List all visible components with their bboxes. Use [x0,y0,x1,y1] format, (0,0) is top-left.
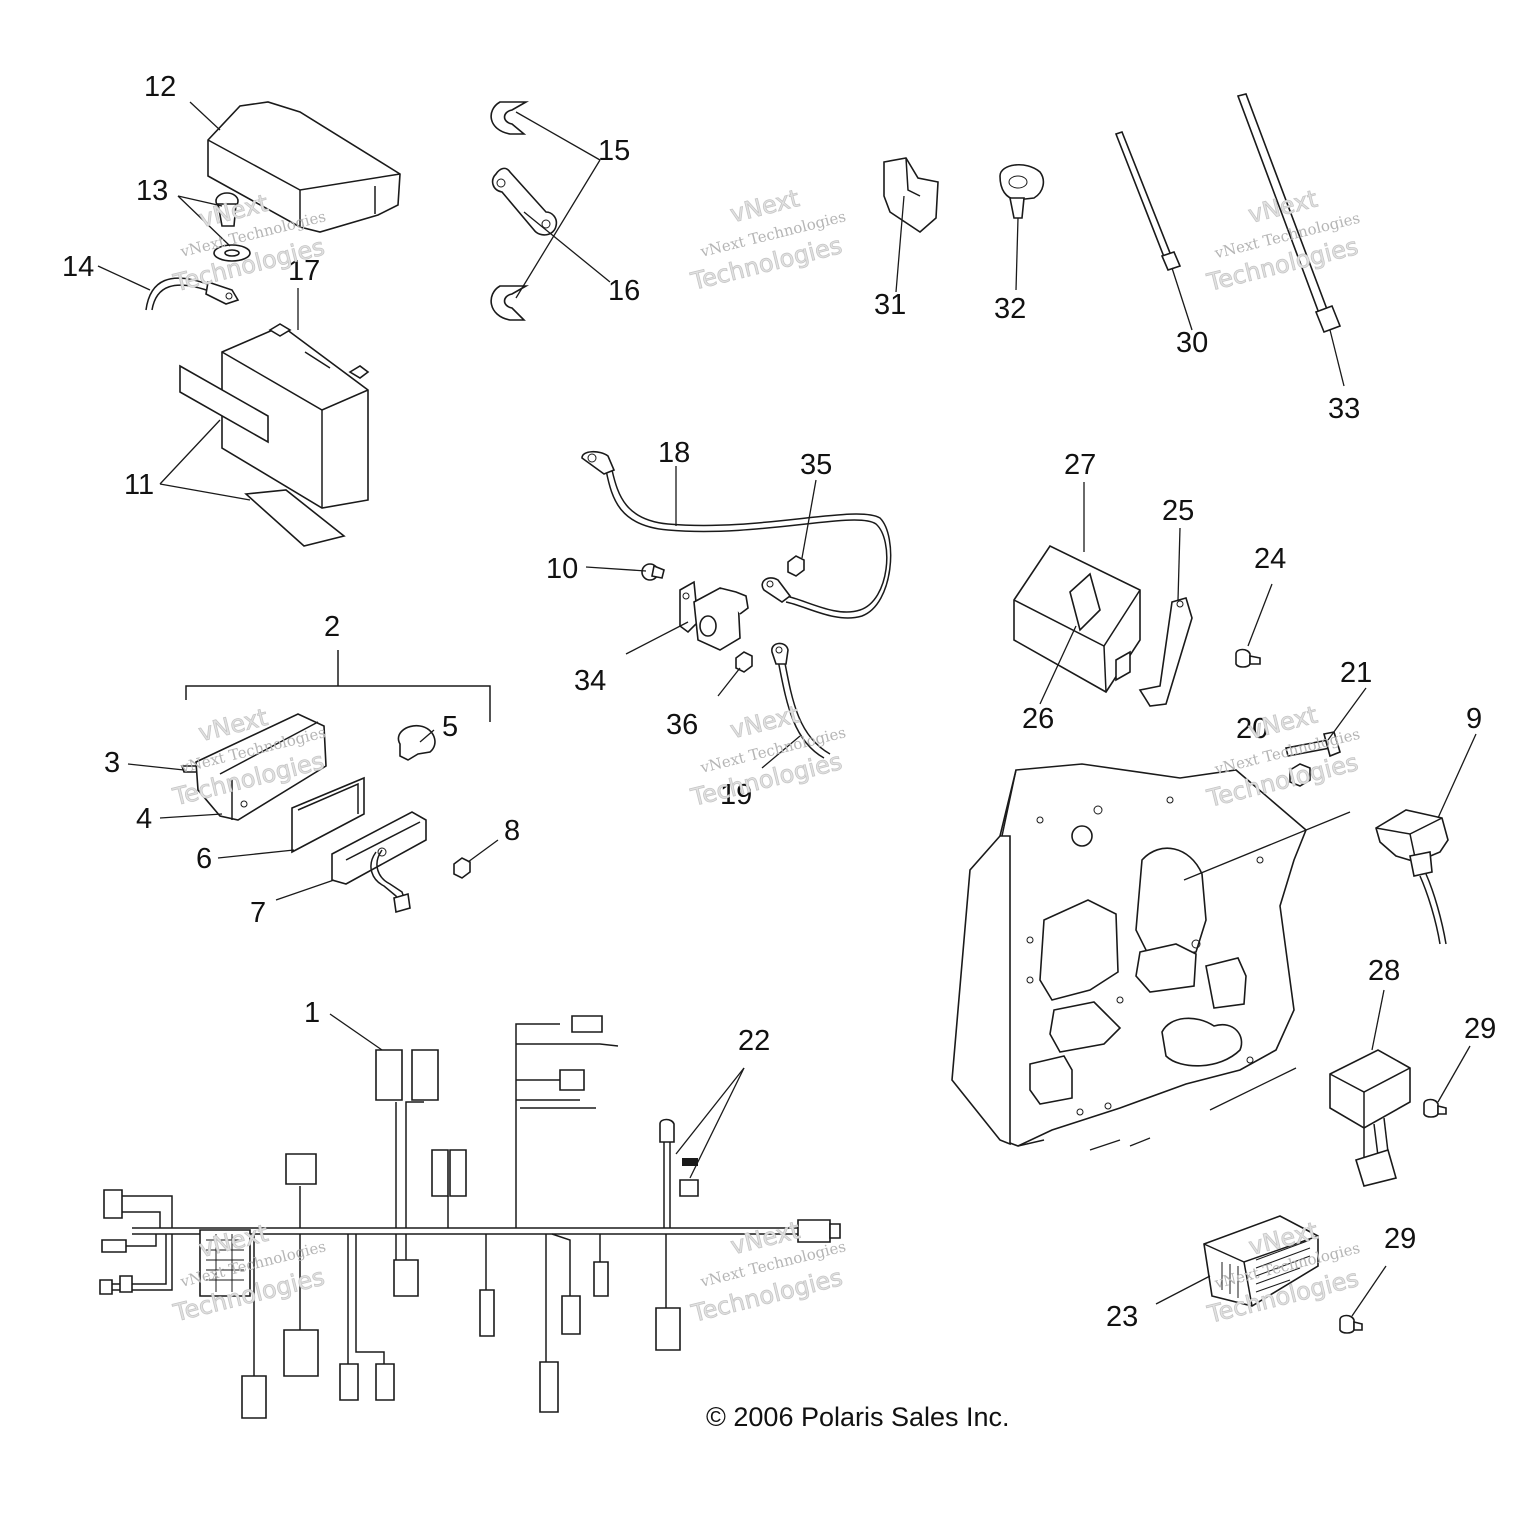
callout-4: 4 [136,803,152,835]
part-18-cable [581,450,892,619]
callout-1: 1 [304,997,320,1029]
callout-33: 33 [1328,393,1360,425]
callout-19: 19 [720,779,752,811]
part-14-battery-cable [145,277,240,311]
part-32-clip [999,164,1045,219]
callout-11: 11 [124,469,154,501]
part-29-screw-a [1423,1098,1447,1118]
callout-30: 30 [1176,327,1208,359]
frame-panel [951,763,1307,1151]
part-36-nut [735,651,753,673]
callout-28: 28 [1368,955,1400,987]
part-33-cable-tie [1236,93,1342,334]
callout-36: 36 [666,709,698,741]
part-15-clips [490,101,530,321]
callout-22: 22 [738,1025,770,1057]
part-1-wiring-harness [99,1015,841,1419]
callout-34: 34 [574,665,606,697]
leader-lines [97,101,1477,1317]
part-20-nut [1289,763,1311,787]
callout-5: 5 [442,711,458,743]
callout-6: 6 [196,843,212,875]
part-6-lens [291,776,365,854]
part-34-solenoid [679,580,749,651]
callout-27: 27 [1064,449,1096,481]
callout-2: 2 [324,611,340,643]
callout-labels: 12 13 14 17 11 15 16 31 32 30 33 18 35 1… [62,71,1496,1333]
part-16-bracket [491,167,558,236]
callout-18: 18 [658,437,690,469]
part-29-screw-b [1339,1314,1363,1334]
copyright-text: © 2006 Polaris Sales Inc. [706,1402,1010,1432]
callout-10: 10 [546,553,578,585]
callout-29a: 29 [1464,1013,1496,1045]
part-35-nut [787,555,805,577]
part-5-bulb [397,724,436,761]
part-9-switch [1375,809,1449,945]
part-21-bolt [1285,731,1341,758]
callout-3: 3 [104,747,120,779]
callout-7: 7 [250,897,266,929]
callout-26: 26 [1022,703,1054,735]
part-2-bracket-line [185,650,491,722]
part-25-bracket [1138,597,1193,707]
part-7-tail-light [331,811,427,914]
callout-13: 13 [136,175,168,207]
callout-35: 35 [800,449,832,481]
callout-14: 14 [62,251,94,283]
callout-17: 17 [288,255,320,287]
callout-32: 32 [994,293,1026,325]
part-31-clip [883,157,939,234]
callout-15: 15 [598,135,630,167]
part-11-labels [244,489,346,547]
part-17-battery [179,323,370,509]
part-26-label [1069,572,1101,632]
part-23-regulator [1203,1215,1319,1307]
callout-31: 31 [874,289,906,321]
part-28-relay [1329,1049,1411,1187]
callout-25: 25 [1162,495,1194,527]
part-4-housing [195,713,327,821]
callout-21: 21 [1340,657,1372,689]
callout-23: 23 [1106,1301,1138,1333]
callout-8: 8 [504,815,520,847]
callout-12: 12 [144,71,176,103]
part-30-cable-tie [1114,131,1182,271]
callout-16: 16 [608,275,640,307]
callout-24: 24 [1254,543,1286,575]
callout-29b: 29 [1384,1223,1416,1255]
callout-20: 20 [1236,713,1268,745]
part-12-battery-cover [207,101,401,233]
part-10-screw [641,563,665,581]
callout-9: 9 [1466,703,1482,735]
part-19-cable [771,642,831,759]
part-13-bolt-washer [213,192,251,262]
part-24-screw [1235,648,1261,668]
part-8-nut [453,857,471,879]
